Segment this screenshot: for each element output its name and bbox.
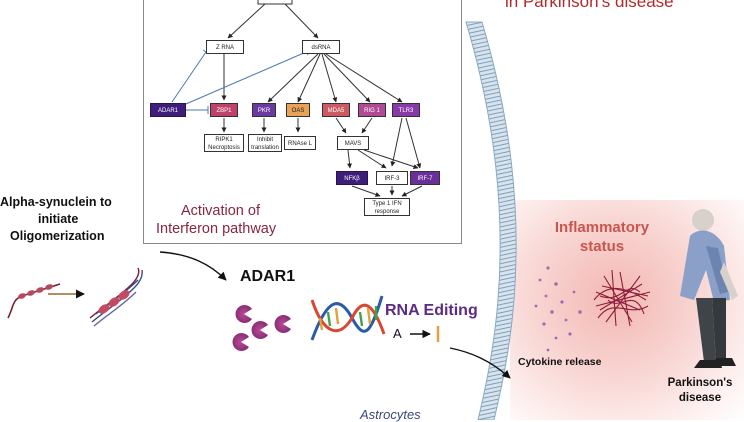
node-z-rna: Z RNA [206, 40, 244, 54]
parkinsons-disease-label: Parkinson's disease [656, 376, 744, 406]
rna-helix [312, 296, 384, 340]
node-type1-ifn-response: Type 1 IFN response [364, 198, 410, 216]
node-ripk1-necroptosis: RIPK1 Necroptosis [204, 134, 244, 152]
node-inhibit-translation: Inhibit translation [248, 134, 282, 152]
cell-membrane [466, 22, 516, 420]
pathway-caption: Activation of Interferon pathway [156, 202, 276, 238]
adar1-label: ADAR1 [240, 268, 295, 286]
rna-editing-label: RNA Editing [385, 302, 478, 320]
node-irf7: IRF-7 [410, 171, 440, 185]
node-nfkb: NFKβ [336, 171, 368, 185]
node-tlr3: TLR3 [392, 103, 420, 117]
node-mavs: MAVS [337, 136, 369, 150]
node-adar1: ADAR1 [150, 103, 186, 117]
patient-figure [680, 209, 738, 368]
cytokine-dots [535, 266, 582, 351]
inflammatory-status-title: Inflammatory status [538, 218, 666, 256]
node-rig1: RIG 1 [358, 103, 386, 117]
node-dsrna: dsRNA [302, 40, 340, 54]
alpha-synuclein-oligomer [90, 268, 142, 326]
adar1-proteins [233, 305, 291, 351]
node-mda5: MDA5 [322, 103, 350, 117]
adenosine-label: A [393, 326, 402, 341]
fibril-tangle [594, 270, 650, 326]
node-rnase-l: RNAse L [284, 136, 316, 150]
node-irf3: IRF-3 [376, 171, 408, 185]
cytokine-release-label: Cytokine release [518, 356, 601, 368]
alpha-synuclein-monomer [8, 284, 60, 318]
node-pkr: PKR [252, 103, 276, 117]
alpha-synuclein-label: Alpha-synuclein to initiate Oligomerizat… [0, 194, 140, 245]
node-zbp1: ZBP1 [210, 103, 238, 117]
node-oas: OAS [286, 103, 310, 117]
